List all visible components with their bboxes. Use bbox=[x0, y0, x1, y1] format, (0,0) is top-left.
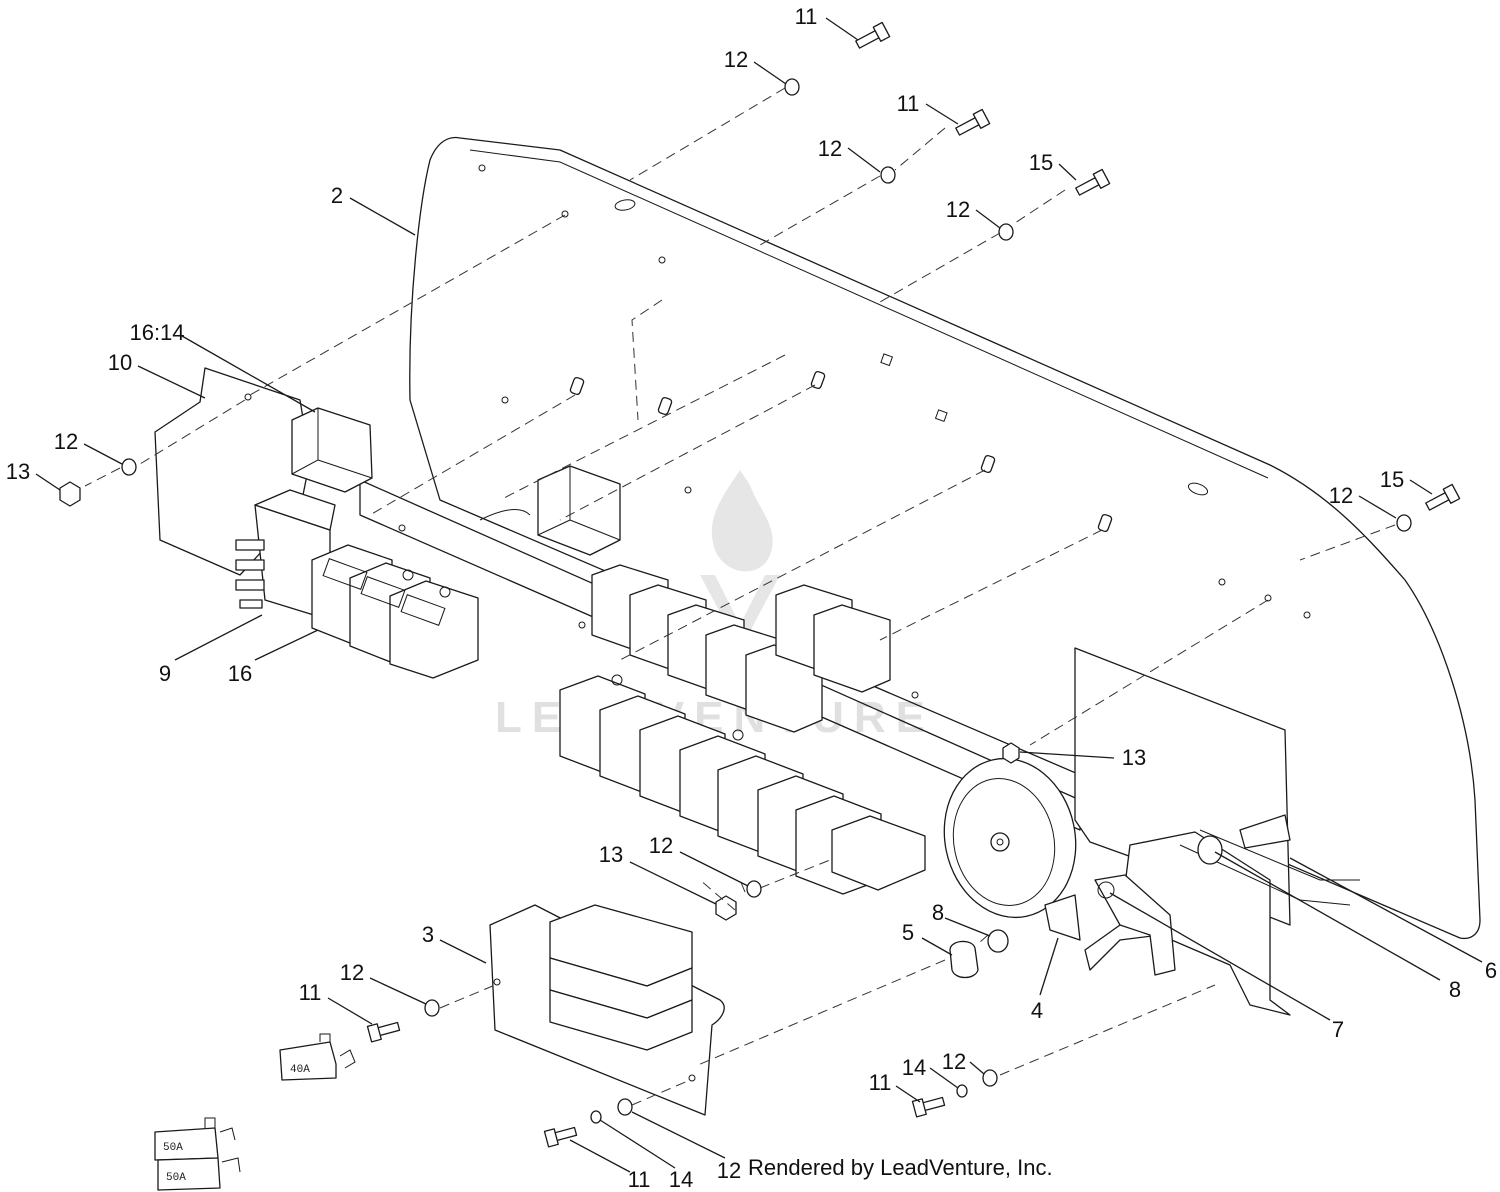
flame-logo-icon bbox=[711, 470, 773, 572]
bolt-icon bbox=[1075, 168, 1111, 196]
relay-16-14 bbox=[291, 407, 373, 493]
bolts bbox=[366, 21, 1461, 1148]
fuse-50a-lower: 50A bbox=[157, 1157, 241, 1191]
relay-sockets-left bbox=[311, 544, 479, 679]
fuse-50a-upper: 50A bbox=[154, 1117, 236, 1161]
callout-4: 4 bbox=[1031, 998, 1043, 1023]
relay-center bbox=[537, 465, 621, 556]
switch-assembly bbox=[235, 489, 336, 621]
render-credit: Rendered by LeadVenture, Inc. bbox=[748, 1155, 1053, 1180]
callout-10: 10 bbox=[108, 350, 132, 375]
assembly-lines bbox=[84, 87, 1396, 1106]
relay-row bbox=[591, 564, 891, 733]
bolt-icon bbox=[855, 21, 891, 49]
fuse-50a-upper-label: 50A bbox=[163, 1142, 183, 1154]
callout-8: 8 bbox=[1449, 977, 1461, 1002]
callout-5: 5 bbox=[902, 920, 914, 945]
callout-11: 11 bbox=[795, 4, 818, 29]
callout-12: 12 bbox=[818, 136, 842, 161]
callout-12: 12 bbox=[54, 429, 78, 454]
callout-16: 16 bbox=[228, 661, 252, 686]
callout-11: 11 bbox=[628, 1167, 651, 1192]
relay-sockets-row bbox=[559, 674, 926, 895]
callout-11: 11 bbox=[897, 91, 920, 116]
callout-14: 14 bbox=[669, 1167, 693, 1192]
callout-16-14: 16:14 bbox=[129, 320, 184, 345]
main-panel-plate bbox=[409, 136, 1481, 940]
callout-12: 12 bbox=[1329, 483, 1353, 508]
callout-6: 6 bbox=[1485, 958, 1497, 983]
bolt-icon bbox=[911, 1096, 946, 1118]
callout-15: 15 bbox=[1380, 467, 1404, 492]
bolt-icon bbox=[543, 1126, 578, 1148]
callout-12: 12 bbox=[946, 197, 970, 222]
callout-12: 12 bbox=[724, 47, 748, 72]
v-logo-icon bbox=[700, 575, 780, 650]
callout-12: 12 bbox=[340, 960, 364, 985]
callout-13: 13 bbox=[6, 459, 30, 484]
horn bbox=[943, 757, 1081, 941]
callout-12: 12 bbox=[717, 1158, 741, 1183]
studs bbox=[569, 370, 1113, 533]
callout-14: 14 bbox=[902, 1055, 926, 1080]
fuse-holder bbox=[549, 904, 693, 1051]
fuse-50a-lower-label: 50A bbox=[166, 1172, 186, 1184]
callout-12: 12 bbox=[649, 833, 673, 858]
callout-7: 7 bbox=[1332, 1017, 1344, 1042]
leader-lines bbox=[35, 17, 1483, 1173]
callout-13: 13 bbox=[1122, 745, 1146, 770]
callout-11: 11 bbox=[299, 980, 322, 1005]
nuts bbox=[59, 481, 1020, 979]
callout-9: 9 bbox=[159, 661, 171, 686]
fuse-40a: 40A bbox=[279, 1033, 356, 1081]
callout-12: 12 bbox=[942, 1049, 966, 1074]
washers bbox=[121, 78, 1412, 1124]
right-assembly bbox=[1084, 814, 1360, 1016]
bolt-icon bbox=[1425, 483, 1461, 511]
callout-8: 8 bbox=[932, 900, 944, 925]
callout-11: 11 bbox=[869, 1070, 892, 1095]
callout-13: 13 bbox=[599, 842, 623, 867]
callout-2: 2 bbox=[331, 183, 343, 208]
callout-3: 3 bbox=[422, 922, 434, 947]
bolt-icon bbox=[955, 108, 991, 136]
fuse-40a-label: 40A bbox=[290, 1064, 310, 1076]
bolt-icon bbox=[366, 1021, 401, 1043]
callout-15: 15 bbox=[1029, 150, 1053, 175]
